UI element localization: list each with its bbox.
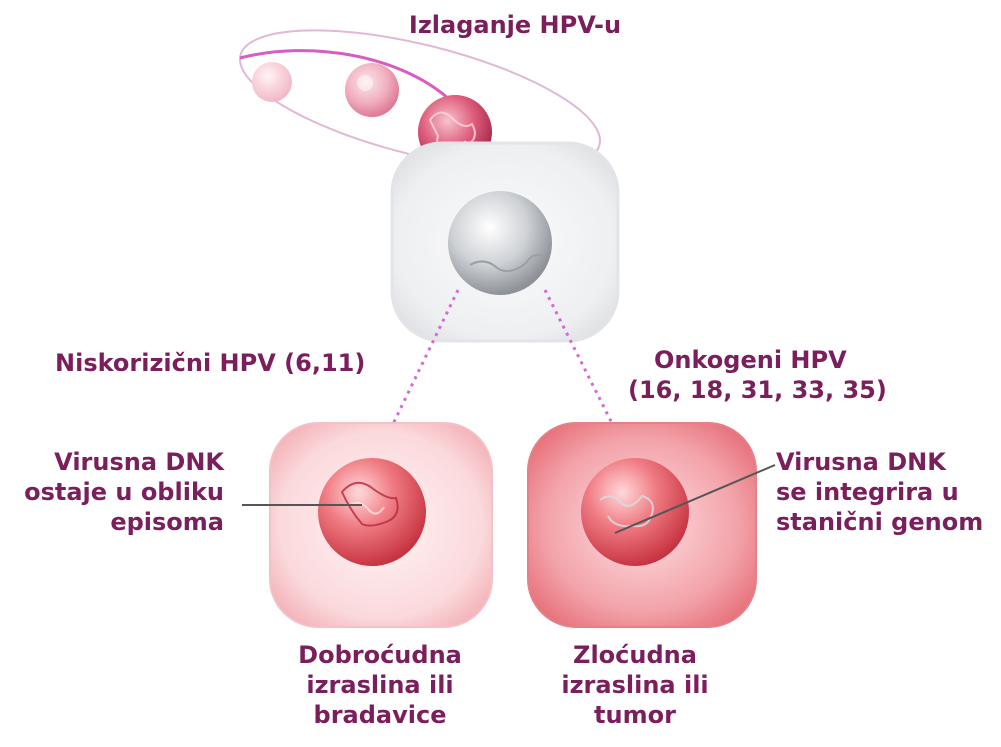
integration-note-line-3: stanični genom [776,507,983,537]
malignant-cell [528,423,756,627]
benign-cell [270,423,492,627]
integration-note: Virusna DNK se integrira u stanični geno… [776,447,983,537]
virus-particle-faint-2 [345,63,399,117]
malignant-outcome-line-1: Zloćudna [515,640,755,670]
normal-cell-nucleus [448,191,552,295]
title-exposure: Izlaganje HPV-u [395,10,635,40]
oncogenic-label: Onkogeni HPV (16, 18, 31, 33, 35) [650,345,887,405]
integration-note-line-2: se integrira u [776,477,983,507]
integration-note-line-1: Virusna DNK [776,447,983,477]
malignant-outcome-line-2: izraslina ili [515,670,755,700]
benign-outcome-line-1: Dobroćudna [250,640,510,670]
title-text: Izlaganje HPV-u [409,11,621,39]
malignant-cell-nucleus [581,458,689,566]
virus-particle-faint-1 [252,62,292,102]
benign-outcome: Dobroćudna izraslina ili bradavice [250,640,510,730]
episome-note-line-1: Virusna DNK [2,447,224,477]
oncogenic-label-line-2: (16, 18, 31, 33, 35) [628,375,887,405]
benign-outcome-line-2: izraslina ili [250,670,510,700]
normal-cell [392,143,618,341]
episome-note-line-3: episoma [2,507,224,537]
oncogenic-label-line-1: Onkogeni HPV [650,345,887,375]
low-risk-label-text: Niskorizični HPV (6,11) [55,349,365,377]
episome-note: Virusna DNK ostaje u obliku episoma [2,447,224,537]
episome-note-line-2: ostaje u obliku [2,477,224,507]
malignant-outcome-line-3: tumor [515,700,755,730]
malignant-outcome: Zloćudna izraslina ili tumor [515,640,755,730]
benign-outcome-line-3: bradavice [250,700,510,730]
low-risk-label: Niskorizični HPV (6,11) [55,348,365,378]
